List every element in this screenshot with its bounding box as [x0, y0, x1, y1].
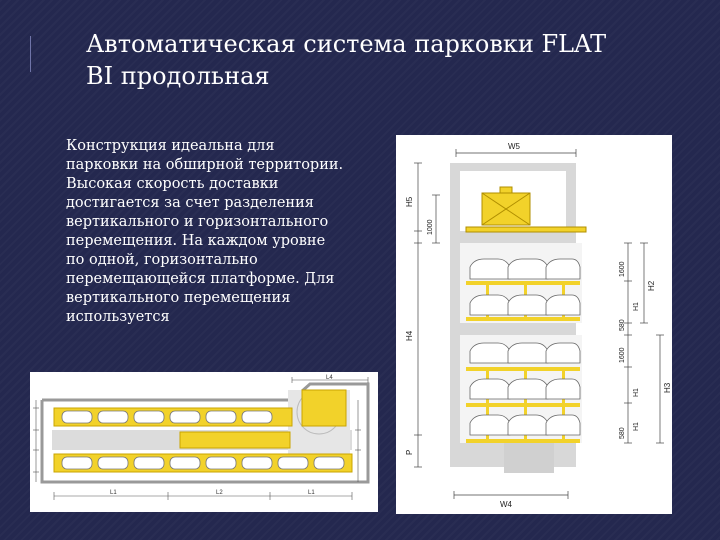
plan-car	[277, 456, 309, 470]
plan-car	[97, 456, 129, 470]
plan-car	[61, 410, 93, 424]
section-car	[469, 342, 511, 364]
dim-h1-mid: H1	[633, 388, 640, 397]
plan-top-row	[53, 407, 293, 427]
dim-h2: H2	[647, 280, 656, 291]
dim-h3: H3	[663, 382, 672, 393]
plan-view-svg: L4 L1 L2 L1	[33, 375, 370, 500]
plan-car	[61, 456, 93, 470]
slide-title: Автоматическая система парковки FLAT BI …	[86, 28, 646, 92]
plan-label-l2: L2	[216, 490, 223, 496]
section-car	[507, 378, 549, 400]
plan-lift-platform	[301, 389, 347, 427]
upper-bay-levels	[466, 258, 581, 321]
plan-label-l4: L4	[326, 375, 333, 381]
dim-580-bottom: 580	[619, 427, 626, 439]
dim-h1-bottom: H1	[633, 422, 640, 431]
plan-car	[169, 410, 201, 424]
plan-label-l1: L1	[110, 490, 117, 496]
lift-rail	[465, 226, 587, 233]
plan-car	[205, 456, 237, 470]
title-accent-line	[30, 36, 31, 72]
section-car	[545, 342, 581, 364]
section-car	[469, 378, 511, 400]
section-car	[469, 414, 511, 436]
plan-car	[133, 410, 165, 424]
section-car	[507, 414, 549, 436]
dim-h5: H5	[405, 196, 414, 207]
plan-car	[241, 410, 273, 424]
plan-car	[169, 456, 201, 470]
plan-car	[313, 456, 345, 470]
section-view-drawing: W5 W4 H5 H4 P 1000 1600 1600 580 580 H1 …	[396, 135, 672, 514]
description-text: Конструкция идеальна для парковки на обш…	[66, 138, 344, 325]
plan-bottom-row	[53, 453, 353, 473]
plan-shuttle	[179, 431, 291, 449]
dim-580-top: 580	[619, 319, 626, 331]
plan-car	[133, 456, 165, 470]
plan-label-l1-right: L1	[308, 490, 315, 496]
dim-w5: W5	[508, 142, 521, 151]
plan-car	[241, 456, 273, 470]
title-line-2: BI продольная	[86, 62, 270, 90]
section-view-svg: W5 W4 H5 H4 P 1000 1600 1600 580 580 H1 …	[405, 142, 672, 509]
lower-bay-levels	[466, 342, 581, 443]
dim-w4: W4	[500, 500, 513, 509]
section-car	[507, 342, 549, 364]
plan-car	[205, 410, 237, 424]
dim-1000: 1000	[427, 219, 434, 235]
dim-1600-top: 1600	[619, 261, 626, 277]
section-car	[469, 294, 511, 316]
section-car	[545, 258, 581, 280]
plan-view-drawing: L4 L1 L2 L1	[30, 372, 378, 512]
section-car	[507, 294, 549, 316]
section-car	[545, 294, 581, 316]
title-line-1: Автоматическая система парковки FLAT	[86, 30, 607, 58]
section-car	[545, 378, 581, 400]
plan-car	[97, 410, 129, 424]
dim-1600-bottom: 1600	[619, 347, 626, 363]
section-car	[545, 414, 581, 436]
dim-h4: H4	[405, 330, 414, 341]
section-car	[507, 258, 549, 280]
dim-p: P	[405, 450, 414, 455]
plan-bottom-platform	[53, 453, 353, 473]
section-car	[469, 258, 511, 280]
dim-h1-top: H1	[633, 302, 640, 311]
pit	[504, 443, 554, 473]
